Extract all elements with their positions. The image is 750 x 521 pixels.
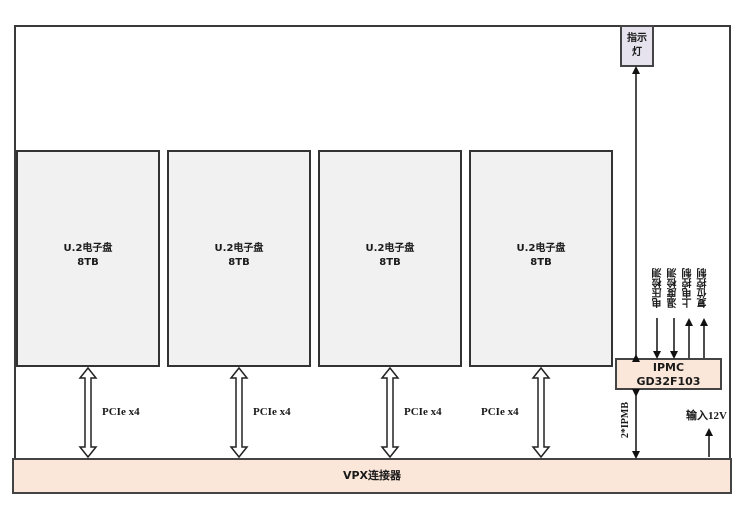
disk-capacity: 8TB [379,257,401,268]
disk-name: U.2电子盘 [365,243,415,254]
u2-disk-4: U.2电子盘 8TB [469,150,613,367]
disk-name: U.2电子盘 [63,243,113,254]
u2-disk-2: U.2电子盘 8TB [167,150,311,367]
indicator-label-line1: 指示 [627,33,647,44]
ipmc-title: IPMC [652,361,685,374]
pcie-label-1: PCIe x4 [102,406,140,418]
disk-capacity: 8TB [530,257,552,268]
disk-name: U.2电子盘 [214,243,264,254]
ipmc-chip: GD32F103 [636,375,701,388]
pcie-arrow-4 [531,366,551,459]
ipmc-box: IPMC GD32F103 [615,358,722,390]
vpx-connector-label: VPX连接器 [342,469,402,482]
pcie-label-2: PCIe x4 [253,406,291,418]
indicator-label-line2: 灯 [632,47,642,58]
board-outline [14,25,731,465]
disk-capacity: 8TB [77,257,99,268]
pcie-arrow-2 [229,366,249,459]
power-input-label: 输入12V [686,410,727,422]
pcie-label-4: PCIe x4 [481,406,519,418]
vpx-connector: VPX连接器 [12,458,732,494]
pcie-arrow-3 [380,366,400,459]
indicator-light-box: 指示 灯 [620,25,654,67]
pcie-arrow-1 [78,366,98,459]
u2-disk-3: U.2电子盘 8TB [318,150,462,367]
pcie-label-3: PCIe x4 [404,406,442,418]
disk-name: U.2电子盘 [516,243,566,254]
u2-disk-1: U.2电子盘 8TB [16,150,160,367]
disk-capacity: 8TB [228,257,250,268]
